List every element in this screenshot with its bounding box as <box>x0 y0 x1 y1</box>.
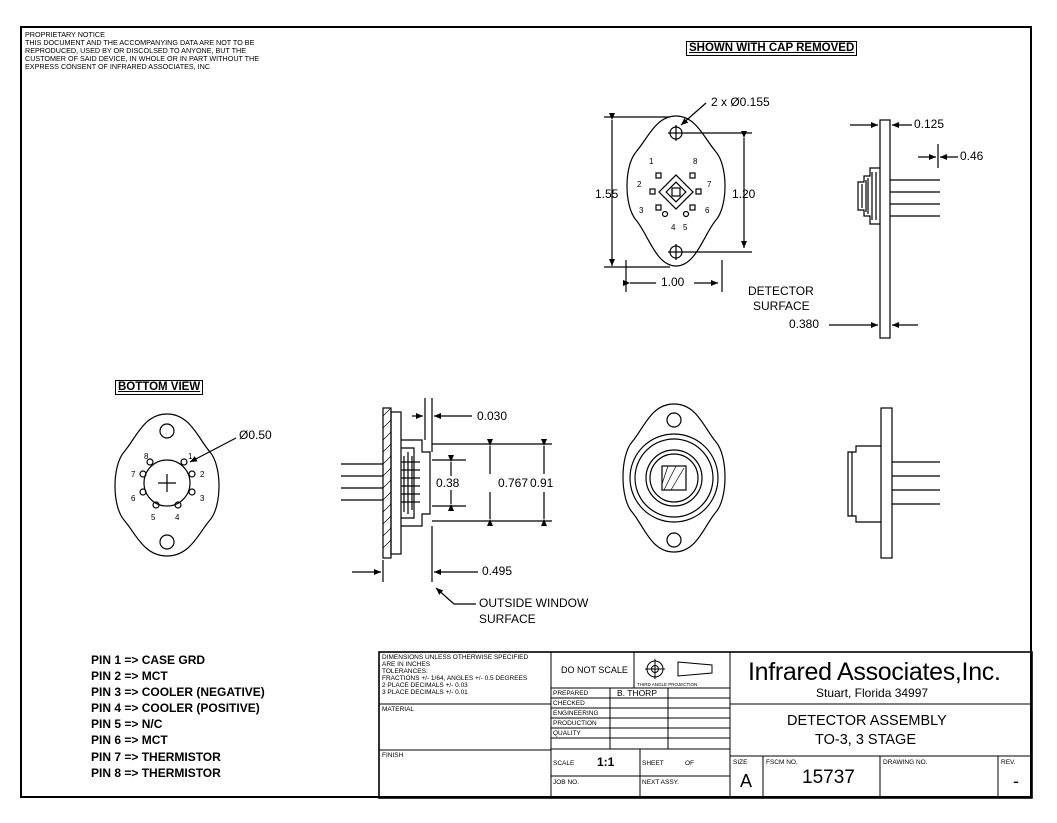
section-view <box>341 407 431 559</box>
bottom-view-package <box>114 413 220 557</box>
pin-list-item: PIN 7 => THERMISTOR <box>91 749 221 764</box>
pin-number: 2 <box>637 180 642 189</box>
fscm-value: 15737 <box>802 767 855 788</box>
tolerance-line: TOLERANCES: <box>382 668 428 675</box>
projection-label: THIRD ANGLE PROJECTION <box>637 682 698 687</box>
pin-number: 1 <box>188 452 193 461</box>
finish-label: FINISH <box>382 752 404 759</box>
drawing-subtitle: TO-3, 3 STAGE <box>815 732 916 748</box>
top-side-view <box>857 119 940 339</box>
of-label: OF <box>685 760 695 767</box>
prepared-label: PREPARED <box>553 690 589 697</box>
dim-pin-circle: Ø0.50 <box>239 428 272 442</box>
front-window-view <box>622 403 726 553</box>
notice-line: CUSTOMER OF SAID DEVICE, IN WHOLE OR IN … <box>25 54 260 63</box>
dim-window-offset: 0.030 <box>477 409 508 423</box>
pin-list-item: PIN 3 => COOLER (NEGATIVE) <box>91 685 265 700</box>
dim-window-distance: 0.495 <box>482 564 513 578</box>
dim-pin-length: 0.46 <box>960 149 984 163</box>
production-label: PRODUCTION <box>553 720 597 727</box>
pin-number: 1 <box>649 157 654 166</box>
rev-value: - <box>1013 771 1019 791</box>
pin-list: PIN 1 => CASE GRD PIN 2 => MCT PIN 3 => … <box>91 652 265 781</box>
notice-line: THIS DOCUMENT AND THE ACCOMPANYING DATA … <box>25 38 255 47</box>
pin-number: 3 <box>200 494 205 503</box>
checked-label: CHECKED <box>553 700 585 707</box>
company-location: Stuart, Florida 34997 <box>816 686 929 700</box>
scale-value: 1:1 <box>597 755 615 769</box>
pin-number: 7 <box>707 180 712 189</box>
pin-number: 7 <box>131 470 136 479</box>
rev-label: REV. <box>1001 759 1016 766</box>
side-view <box>847 407 940 559</box>
pin-number: 8 <box>693 157 698 166</box>
outside-window-label: OUTSIDE WINDOW <box>479 596 589 610</box>
detector-surface-label: SURFACE <box>753 299 810 313</box>
pin-number: 5 <box>151 513 156 522</box>
notice-line: PROPRIETARY NOTICE <box>25 30 105 39</box>
drawing-title: DETECTOR ASSEMBLY <box>787 713 947 729</box>
pin-list-item: PIN 1 => CASE GRD <box>91 653 206 667</box>
title-block-grid <box>378 651 1033 799</box>
top-view-package <box>626 115 726 267</box>
sheet-label: SHEET <box>642 760 664 767</box>
next-assy-label: NEXT ASSY. <box>642 779 679 786</box>
dim-d2: 0.767 <box>498 476 529 490</box>
outside-window-label: SURFACE <box>479 612 536 626</box>
scale-label: SCALE <box>553 760 575 767</box>
dim-flange-thickness: 0.125 <box>914 117 945 131</box>
bottom-view-title: BOTTOM VIEW <box>115 380 204 395</box>
size-value: A <box>740 771 753 791</box>
pin-list-item: PIN 6 => MCT <box>91 733 168 748</box>
quality-label: QUALITY <box>553 730 581 737</box>
pin-list-item: PIN 4 => COOLER (POSITIVE) <box>91 701 260 716</box>
job-label: JOB NO. <box>553 779 580 786</box>
tolerance-line: FRACTIONS +/- 1/64, ANGLES +/- 0.5 DEGRE… <box>382 675 528 682</box>
company-name: Infrared Associates,Inc. <box>748 658 1001 686</box>
dim-height: 1.55 <box>595 187 619 201</box>
drawing-border <box>20 26 1032 798</box>
pin-number: 4 <box>175 513 180 522</box>
notice-line: EXPRESS CONSENT OF INFRARED ASSOCIATES, … <box>25 62 211 71</box>
proprietary-notice: PROPRIETARY NOTICE THIS DOCUMENT AND THE… <box>25 31 259 71</box>
dim-hole-spacing: 1.20 <box>732 187 756 201</box>
pin-number: 6 <box>131 494 136 503</box>
material-label: MATERIAL <box>382 706 415 713</box>
drawing-no-label: DRAWING NO. <box>883 759 928 766</box>
pin-number: 8 <box>144 452 149 461</box>
dim-d1: 0.38 <box>436 476 460 490</box>
engineering-label: ENGINEERING <box>553 710 599 717</box>
tolerance-line: ARE IN INCHES <box>382 661 431 668</box>
fscm-label: FSCM NO. <box>766 759 798 766</box>
notice-line: REPRODUCED, USED BY OR DISCOLSED TO ANYO… <box>25 46 246 55</box>
pin-list-item: PIN 5 => N/C <box>91 717 163 732</box>
size-label: SIZE <box>733 759 748 766</box>
tolerance-line: 2 PLACE DECIMALS +/- 0.03 <box>382 682 468 689</box>
pin-number: 5 <box>683 223 688 232</box>
pin-list-item: PIN 8 => THERMISTOR <box>91 765 221 780</box>
pin-number: 6 <box>705 206 710 215</box>
dim-detector-surface: 0.380 <box>789 317 820 331</box>
do-not-scale: DO NOT SCALE <box>561 665 628 675</box>
pin-number: 3 <box>639 206 644 215</box>
detector-surface-label: DETECTOR <box>748 284 814 298</box>
dim-width: 1.00 <box>661 275 685 289</box>
pin-number: 4 <box>671 223 676 232</box>
tolerance-line: 3 PLACE DECIMALS +/- 0.01 <box>382 689 468 696</box>
dim-d3: 0.91 <box>530 476 554 490</box>
tolerance-line: DIMENSIONS UNLESS OTHERWISE SPECIFIED <box>382 654 529 661</box>
prepared-by: B. THORP <box>617 688 657 698</box>
pin-list-item: PIN 2 => MCT <box>91 669 168 684</box>
dim-holes: 2 x Ø0.155 <box>711 95 770 109</box>
pin-number: 2 <box>200 470 205 479</box>
top-view-title: SHOWN WITH CAP REMOVED <box>686 41 858 56</box>
